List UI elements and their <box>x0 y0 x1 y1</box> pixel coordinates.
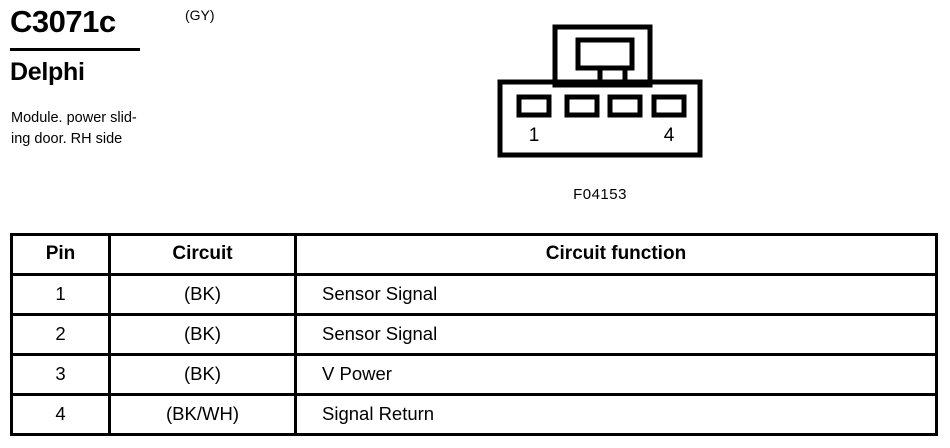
connector-latch-inner <box>575 37 635 71</box>
circuit-cell: (BK) <box>108 313 297 356</box>
function-cell: V Power <box>294 353 938 396</box>
connector-illustration: 1 4 F04153 <box>470 14 730 214</box>
connector-body <box>497 79 703 158</box>
circuit-cell: (BK/WH) <box>108 393 297 436</box>
table-row: 4 (BK/WH) Signal Return <box>10 393 938 436</box>
circuit-cell: (BK) <box>108 273 297 316</box>
header-divider-rule <box>10 48 140 51</box>
connector-id: C3071c <box>10 4 116 39</box>
table-row: 3 (BK) V Power <box>10 353 938 396</box>
connector-reference-label: F04153 <box>573 186 627 203</box>
pin-cell: 1 <box>10 273 111 316</box>
pin-table-header-circuit: Circuit <box>108 233 297 276</box>
pin-table-header-function: Circuit function <box>294 233 938 276</box>
table-row: 2 (BK) Sensor Signal <box>10 313 938 356</box>
pin-cell: 2 <box>10 313 111 356</box>
connector-cavity-3 <box>607 94 643 118</box>
connector-drawing-svg: 1 4 <box>497 24 703 158</box>
connector-cavity-4 <box>651 94 687 118</box>
pin-table: Pin Circuit Circuit function 1 (BK) Sens… <box>10 233 938 436</box>
connector-cavity-1 <box>516 94 552 118</box>
pin-table-header-pin: Pin <box>10 233 111 276</box>
pin-cell: 4 <box>10 393 111 436</box>
connector-id-row: C3071c (GY) <box>10 4 290 44</box>
function-cell: Sensor Signal <box>294 273 938 316</box>
function-cell: Sensor Signal <box>294 313 938 356</box>
connector-brand: Delphi <box>10 58 85 86</box>
connector-header: C3071c (GY) Delphi Module. power slid- i… <box>10 4 290 147</box>
function-cell: Signal Return <box>294 393 938 436</box>
connector-pin-label-last: 4 <box>664 125 675 146</box>
circuit-cell: (BK) <box>108 353 297 396</box>
connector-color-code: (GY) <box>185 7 215 23</box>
connector-description: Module. power slid- ing door. RH side <box>11 110 137 147</box>
table-row: 1 (BK) Sensor Signal <box>10 273 938 316</box>
pin-cell: 3 <box>10 353 111 396</box>
connector-pin-label-first: 1 <box>529 125 540 146</box>
connector-cavity-2 <box>564 94 600 118</box>
pin-table-header-row: Pin Circuit Circuit function <box>10 233 938 276</box>
